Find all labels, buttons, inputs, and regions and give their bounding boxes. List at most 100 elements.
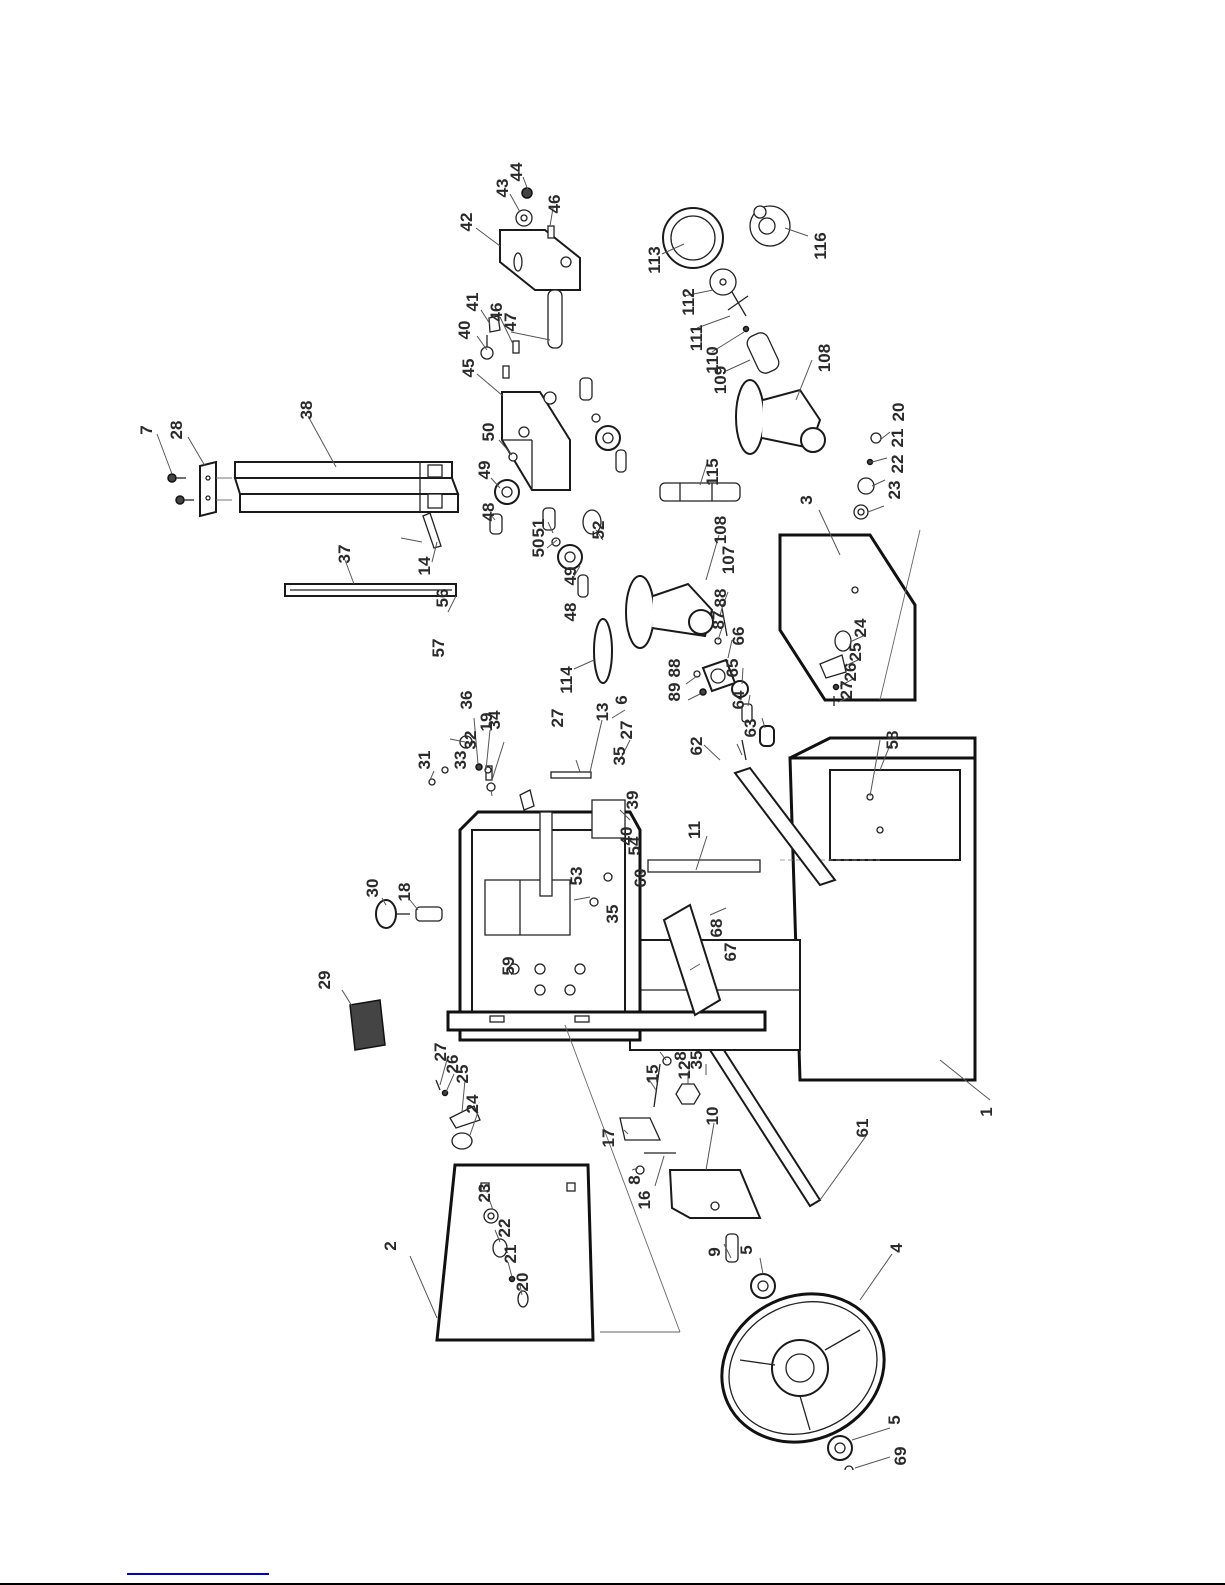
part-pusher-115 bbox=[659, 482, 741, 502]
callout-label-15: 15 bbox=[643, 1065, 662, 1084]
part-bearing-5b bbox=[827, 1435, 853, 1461]
callout-label-52: 52 bbox=[589, 521, 608, 540]
part-shaft-47 bbox=[547, 289, 563, 349]
callout-label-62: 62 bbox=[687, 737, 706, 756]
part-nut-12 bbox=[675, 1083, 701, 1105]
callout-label-31: 31 bbox=[415, 751, 434, 770]
callout-label-35: 35 bbox=[610, 747, 629, 766]
part-plate-112 bbox=[709, 268, 737, 296]
callout-label-19: 19 bbox=[477, 713, 496, 732]
callout-label-46: 46 bbox=[545, 195, 564, 214]
part-smalls-upper bbox=[480, 187, 555, 379]
part-plate-67 bbox=[662, 903, 722, 1017]
callout-label-59: 59 bbox=[499, 957, 518, 976]
part-cap-116 bbox=[749, 205, 791, 247]
callout-label-68: 68 bbox=[707, 919, 726, 938]
part-block-45 bbox=[501, 391, 571, 491]
callout-label-39: 39 bbox=[623, 791, 642, 810]
part-panel-3 bbox=[778, 533, 917, 702]
part-bracket-56 bbox=[422, 512, 442, 549]
part-wheel-4 bbox=[720, 1292, 886, 1444]
part-housing-108a bbox=[735, 379, 826, 455]
part-smalls-frame-top bbox=[428, 735, 535, 811]
callout-label-42: 42 bbox=[457, 213, 476, 232]
callout-label-32: 32 bbox=[461, 731, 480, 750]
callout-label-45: 45 bbox=[459, 359, 478, 378]
callout-label-112: 112 bbox=[679, 288, 698, 315]
callout-label-9: 9 bbox=[705, 1247, 724, 1256]
callout-label-110: 110 bbox=[703, 346, 722, 373]
callout-label-24: 24 bbox=[851, 618, 870, 637]
callout-label-116: 116 bbox=[811, 232, 830, 259]
callout-label-36: 36 bbox=[457, 691, 476, 710]
callout-label-53: 53 bbox=[567, 867, 586, 886]
callout-label-29: 29 bbox=[315, 971, 334, 990]
callout-label-50: 50 bbox=[479, 423, 498, 442]
callout-label-48: 48 bbox=[561, 603, 580, 622]
part-strip-13 bbox=[550, 771, 592, 779]
callout-label-88: 88 bbox=[711, 589, 730, 608]
callout-label-35: 35 bbox=[687, 1051, 706, 1070]
callout-label-34: 34 bbox=[485, 710, 504, 729]
callout-label-108: 108 bbox=[711, 516, 730, 544]
footer-link-underline[interactable] bbox=[127, 1573, 269, 1575]
callout-label-113: 113 bbox=[645, 246, 664, 273]
part-rail-37 bbox=[284, 583, 457, 597]
footer-rule bbox=[0, 1583, 1225, 1585]
callout-label-111: 111 bbox=[687, 325, 706, 352]
callout-label-43: 43 bbox=[493, 179, 512, 198]
callout-label-61: 61 bbox=[853, 1119, 872, 1138]
part-knife-111 bbox=[727, 291, 749, 317]
callout-label-60: 60 bbox=[631, 869, 650, 888]
callout-label-27: 27 bbox=[837, 681, 856, 700]
callout-labels: 1234556788910111213141516171819202122232… bbox=[137, 162, 996, 1465]
callout-label-58: 58 bbox=[883, 731, 902, 750]
callout-label-16: 16 bbox=[635, 1191, 654, 1210]
callout-label-27: 27 bbox=[548, 709, 567, 728]
callout-label-2: 2 bbox=[381, 1241, 400, 1250]
callout-label-20: 20 bbox=[513, 1273, 532, 1292]
callout-label-64: 64 bbox=[729, 690, 748, 709]
part-mincer-ring-113 bbox=[662, 207, 724, 269]
callout-label-87: 87 bbox=[709, 611, 728, 630]
part-plate-28 bbox=[199, 460, 232, 518]
callout-label-5: 5 bbox=[737, 1245, 756, 1254]
callout-label-30: 30 bbox=[363, 879, 382, 898]
callout-label-22: 22 bbox=[888, 455, 907, 474]
part-knob-30 bbox=[375, 899, 410, 929]
callout-label-89: 89 bbox=[665, 683, 684, 702]
callout-label-107: 107 bbox=[719, 546, 738, 574]
part-bracket-39 bbox=[591, 799, 626, 839]
part-main-frame bbox=[458, 810, 642, 1042]
part-housing-108b bbox=[625, 575, 714, 649]
callout-label-108: 108 bbox=[815, 344, 834, 372]
callout-label-6: 6 bbox=[612, 695, 631, 704]
callout-label-12: 12 bbox=[675, 1061, 694, 1080]
callout-label-21: 21 bbox=[888, 429, 907, 448]
callout-label-23: 23 bbox=[475, 1184, 494, 1203]
callout-label-47: 47 bbox=[501, 313, 520, 332]
callout-label-27: 27 bbox=[617, 721, 636, 740]
part-flange-66 bbox=[693, 607, 775, 761]
callout-label-51: 51 bbox=[529, 519, 548, 538]
part-strip-68 bbox=[647, 859, 761, 873]
callout-label-7: 7 bbox=[137, 425, 156, 434]
part-washer-110 bbox=[742, 325, 750, 333]
part-cap-29 bbox=[349, 999, 386, 1051]
callout-label-33: 33 bbox=[451, 751, 470, 770]
callout-label-8: 8 bbox=[671, 1051, 690, 1060]
callout-label-49: 49 bbox=[561, 567, 580, 586]
callout-label-35: 35 bbox=[603, 905, 622, 924]
callout-label-46: 46 bbox=[487, 303, 506, 322]
callout-label-26: 26 bbox=[443, 1055, 462, 1074]
callout-label-28: 28 bbox=[167, 421, 186, 440]
callout-label-63: 63 bbox=[741, 719, 760, 738]
part-bracket-17-group bbox=[619, 1056, 676, 1175]
part-rollers bbox=[489, 377, 627, 598]
part-bearing-5a bbox=[750, 1273, 776, 1299]
callout-label-24: 24 bbox=[463, 1094, 482, 1113]
part-base-rail bbox=[446, 1010, 767, 1032]
part-rail-60 bbox=[733, 766, 837, 887]
leader-lines bbox=[156, 176, 991, 1469]
